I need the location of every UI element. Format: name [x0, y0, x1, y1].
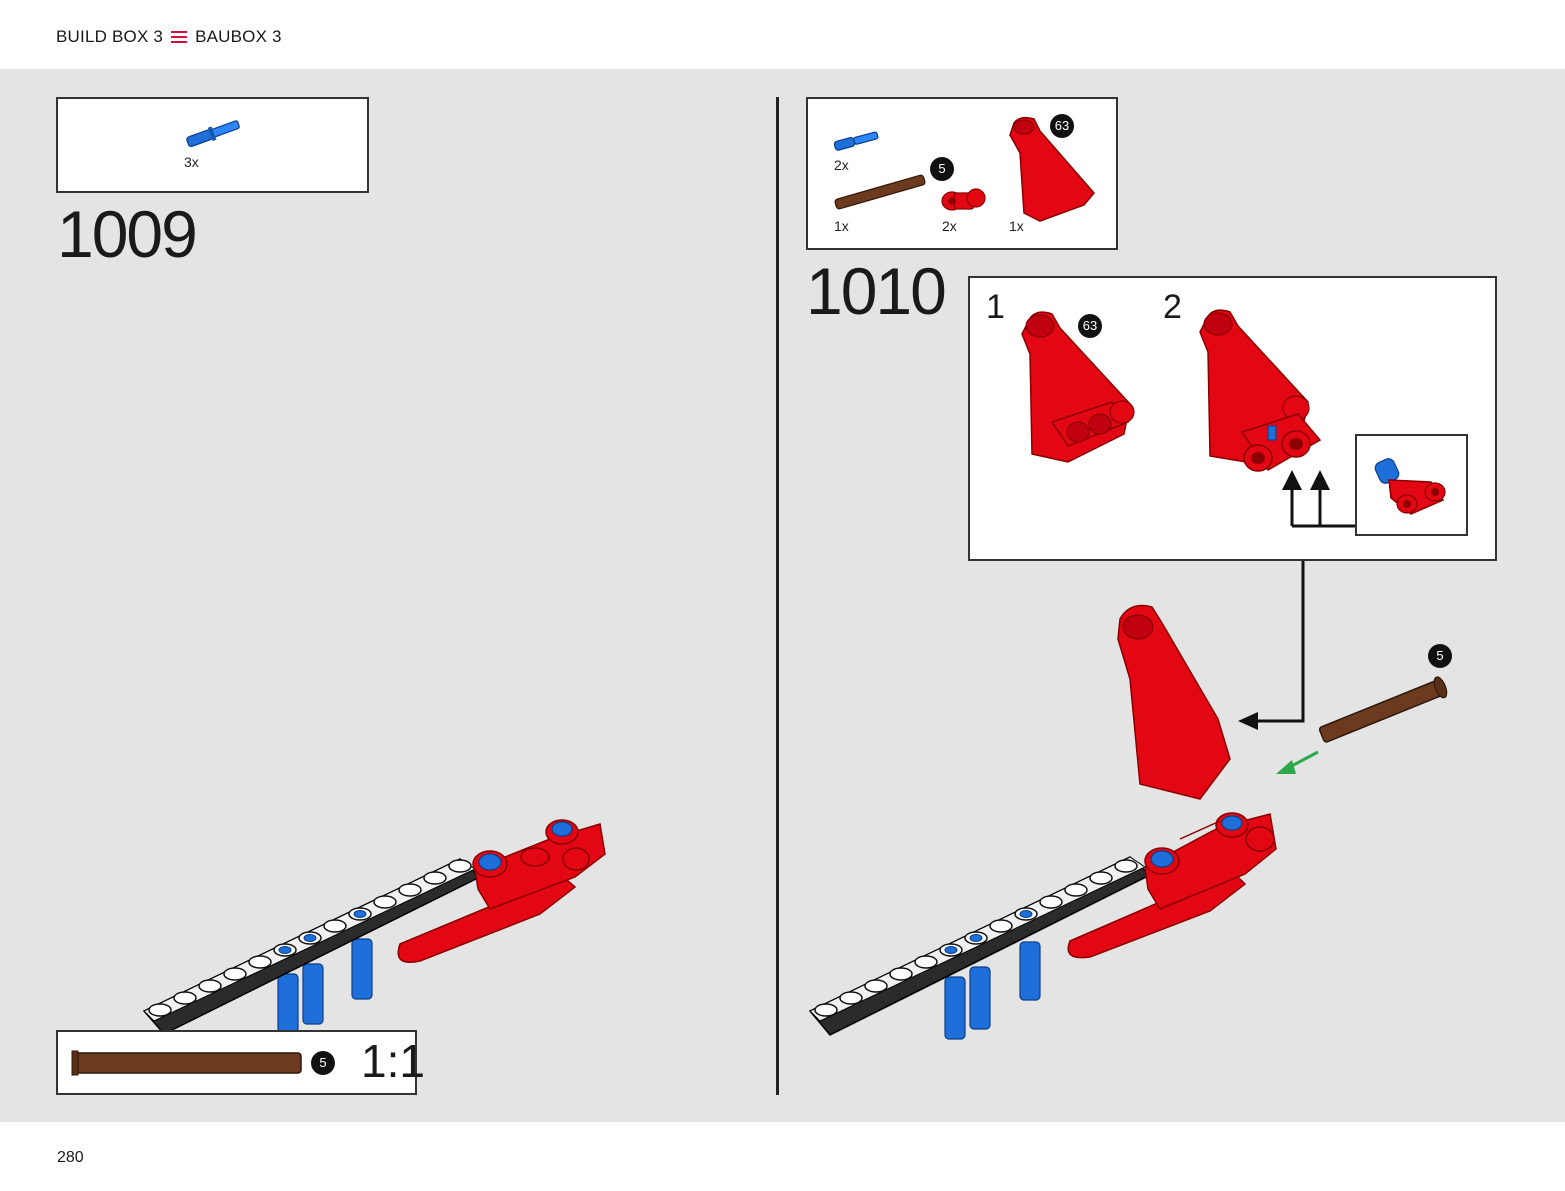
right-assembly-illustration: [808, 604, 1277, 1040]
assembly-arrows: [1282, 470, 1356, 528]
page-divider: [776, 97, 779, 1095]
substep-number: 1: [986, 288, 1005, 326]
page-footer: 280: [0, 1122, 1565, 1191]
header-title-right: BAUBOX 3: [195, 27, 282, 46]
panel-pointer-arrow: [1238, 561, 1305, 730]
instruction-spread: 3x 1009: [0, 69, 1565, 1122]
header-title-left: BUILD BOX 3: [56, 27, 164, 46]
part-qty: 2x: [834, 157, 849, 173]
parts-list-box-1010: 2x 5 1x 2x 63 1x: [806, 97, 1118, 250]
axle-insert-illustration: [1276, 676, 1448, 774]
substep-1-illustration: [1021, 311, 1135, 463]
brown-axle-icon: [71, 1050, 302, 1076]
parts-list-box: 3x: [56, 97, 369, 193]
step-number-1009: 1009: [57, 197, 198, 271]
part-qty: 1x: [1009, 218, 1024, 234]
part-qty: 2x: [942, 218, 957, 234]
header-title: BUILD BOX 3 BAUBOX 3: [56, 27, 282, 47]
part-qty: 3x: [184, 154, 199, 170]
red-connector-icon: [941, 188, 986, 211]
substep-number: 2: [1163, 288, 1182, 326]
pin-connector-icon: [1374, 458, 1446, 515]
blue-axle-pin-icon: [186, 120, 240, 148]
scale-box: 5 1:1: [56, 1030, 425, 1095]
blue-axle-pin-icon: [833, 131, 879, 151]
callout-badge: 5: [930, 157, 954, 181]
callout-badge: 63: [1050, 114, 1074, 138]
left-assembly-illustration: [142, 819, 606, 1035]
substep-panel: 1 2 63: [968, 276, 1497, 561]
page-number: 280: [57, 1149, 84, 1166]
part-qty: 1x: [834, 218, 849, 234]
red-panel-icon: [1009, 116, 1095, 222]
callout-badge: 63: [1078, 314, 1102, 338]
callout-badge: 5: [311, 1051, 335, 1075]
callout-badge: 5: [1428, 644, 1452, 668]
scale-ratio: 1:1: [361, 1035, 425, 1087]
substep-2-illustration: [1199, 309, 1322, 472]
step-number-1010: 1010: [806, 254, 947, 328]
brown-axle-icon: [834, 174, 926, 210]
inset-part-box: [1355, 434, 1468, 536]
menu-lines-icon: [171, 31, 188, 43]
page-header: BUILD BOX 3 BAUBOX 3: [0, 0, 1565, 69]
